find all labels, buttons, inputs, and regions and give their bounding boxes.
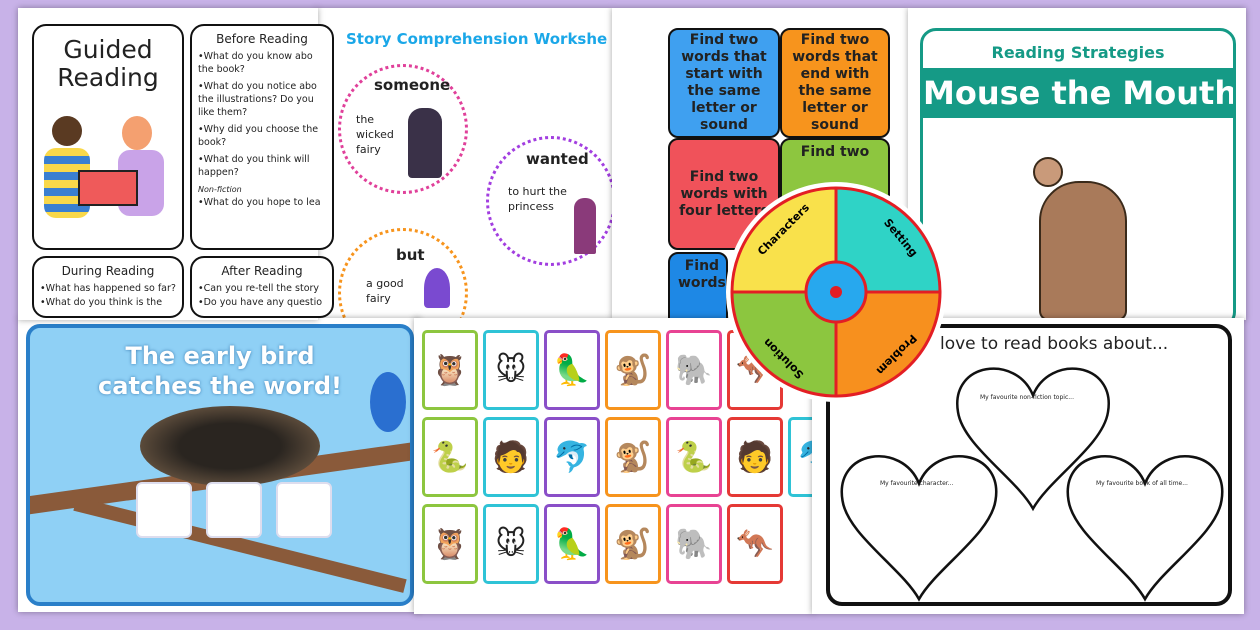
- after-reading-title: After Reading: [221, 264, 303, 278]
- task-card: Find words: [668, 252, 728, 320]
- early-bird-board: The early bird catches the word!: [26, 324, 414, 606]
- wheel-segment-problem: [834, 290, 942, 398]
- guided-reading-cover: Guided Reading: [32, 24, 184, 250]
- letter-box: [276, 482, 332, 538]
- story-wheel: Characters Setting Solution Problem: [726, 182, 946, 402]
- before-reading-card: Before Reading •What do you know abo the…: [190, 24, 334, 250]
- picture-card: 🦜: [544, 330, 600, 410]
- non-fiction-label: Non-fiction: [198, 185, 242, 194]
- heart-label: My favourite non-fiction topic...: [980, 394, 1074, 401]
- wanted-label: wanted: [526, 150, 589, 168]
- children-reading-illustration: [44, 116, 174, 226]
- princess-illustration: [574, 198, 596, 254]
- reading-strategies-panel: Reading Strategies Mouse the Mouth: [908, 8, 1246, 328]
- picture-card: 🐘: [666, 330, 722, 410]
- picture-card: 🐒: [605, 330, 661, 410]
- picture-card: 🐍: [666, 417, 722, 497]
- question: •What do you think will: [198, 154, 310, 165]
- strategies-title: Reading Strategies: [991, 43, 1165, 62]
- heart-label: My favourite book of all time...: [1096, 480, 1188, 487]
- question: the illustrations? Do you: [198, 94, 314, 105]
- question: the book?: [198, 64, 245, 75]
- picture-card: 🧑: [727, 417, 783, 497]
- question: •What has happened so far?: [40, 283, 176, 294]
- someone-text: the wicked fairy: [356, 113, 394, 156]
- good-fairy-illustration: [424, 268, 450, 308]
- but-text: a good fairy: [366, 277, 404, 305]
- picture-card: 🐭: [483, 330, 539, 410]
- wheel-segment-setting: [834, 186, 942, 294]
- during-reading-card: During Reading •What has happened so far…: [32, 256, 184, 318]
- picture-cards-panel: 🦉🐭🦜🐒🐘🦘🐍🧑🐬🐒🐍🧑🐬🦉🐭🦜🐒🐘🦘: [414, 318, 814, 614]
- wheel-segment-solution: [730, 290, 838, 398]
- task-card: Find two words that end with the same le…: [780, 28, 890, 138]
- story-comprehension-panel: Story Comprehension Workshe someone the …: [316, 8, 612, 320]
- heart-shape: [956, 367, 1110, 512]
- picture-card: 🦜: [544, 504, 600, 584]
- before-reading-title: Before Reading: [216, 32, 308, 46]
- picture-card: 🦉: [422, 330, 478, 410]
- mouse-illustration: [1039, 181, 1127, 321]
- picture-card: 🐬: [788, 417, 814, 497]
- question: happen?: [198, 167, 239, 178]
- wanted-ring: [486, 136, 612, 266]
- picture-card: 🐘: [666, 504, 722, 584]
- heart-shape: [1066, 455, 1224, 602]
- question: •What do you hope to lea: [198, 197, 321, 208]
- question: •What do you think is the: [40, 297, 163, 308]
- wheel-segment-characters: [730, 186, 838, 294]
- picture-card: 🐍: [422, 417, 478, 497]
- picture-card: 🐭: [483, 504, 539, 584]
- heart-label: My favourite character...: [880, 480, 954, 487]
- letter-box: [206, 482, 262, 538]
- strategy-card: Reading Strategies Mouse the Mouth: [920, 28, 1236, 328]
- hearts-title: love to read books about...: [940, 334, 1169, 354]
- someone-label: someone: [374, 76, 451, 94]
- nest-illustration: [140, 406, 320, 486]
- story-title: Story Comprehension Workshe: [346, 30, 608, 48]
- question: book?: [198, 137, 227, 148]
- question: •Why did you choose the: [198, 124, 319, 135]
- guided-reading-panel: Guided Reading Before Reading •What do y…: [18, 8, 334, 320]
- someone-ring: [338, 64, 468, 194]
- strategy-name: Mouse the Mouth: [923, 68, 1233, 118]
- board-title-2: catches the word!: [98, 372, 342, 400]
- board-title-1: The early bird: [125, 342, 315, 370]
- question: •What do you notice abo: [198, 81, 317, 92]
- picture-card: 🐒: [605, 504, 661, 584]
- picture-card: 🦘: [727, 504, 783, 584]
- picture-card: 🧑: [483, 417, 539, 497]
- question: •What do you know abo: [198, 51, 313, 62]
- picture-card: 🐒: [605, 417, 661, 497]
- task-card: Find two words that start with the same …: [668, 28, 780, 138]
- during-reading-title: During Reading: [61, 264, 155, 278]
- letter-box: [136, 482, 192, 538]
- guided-reading-title: Guided Reading: [57, 35, 159, 92]
- heart-shape: [840, 455, 998, 602]
- wicked-fairy-illustration: [408, 108, 442, 178]
- but-label: but: [396, 246, 425, 264]
- question: •Can you re-tell the story: [198, 283, 320, 294]
- question: like them?: [198, 107, 248, 118]
- bluebird-illustration: [370, 372, 406, 432]
- wanted-text: to hurt the princess: [508, 185, 567, 213]
- picture-card: 🦉: [422, 504, 478, 584]
- picture-card: 🐬: [544, 417, 600, 497]
- early-bird-panel: The early bird catches the word!: [18, 318, 420, 612]
- after-reading-card: After Reading •Can you re-tell the story…: [190, 256, 334, 318]
- question: •Do you have any questio: [198, 297, 323, 308]
